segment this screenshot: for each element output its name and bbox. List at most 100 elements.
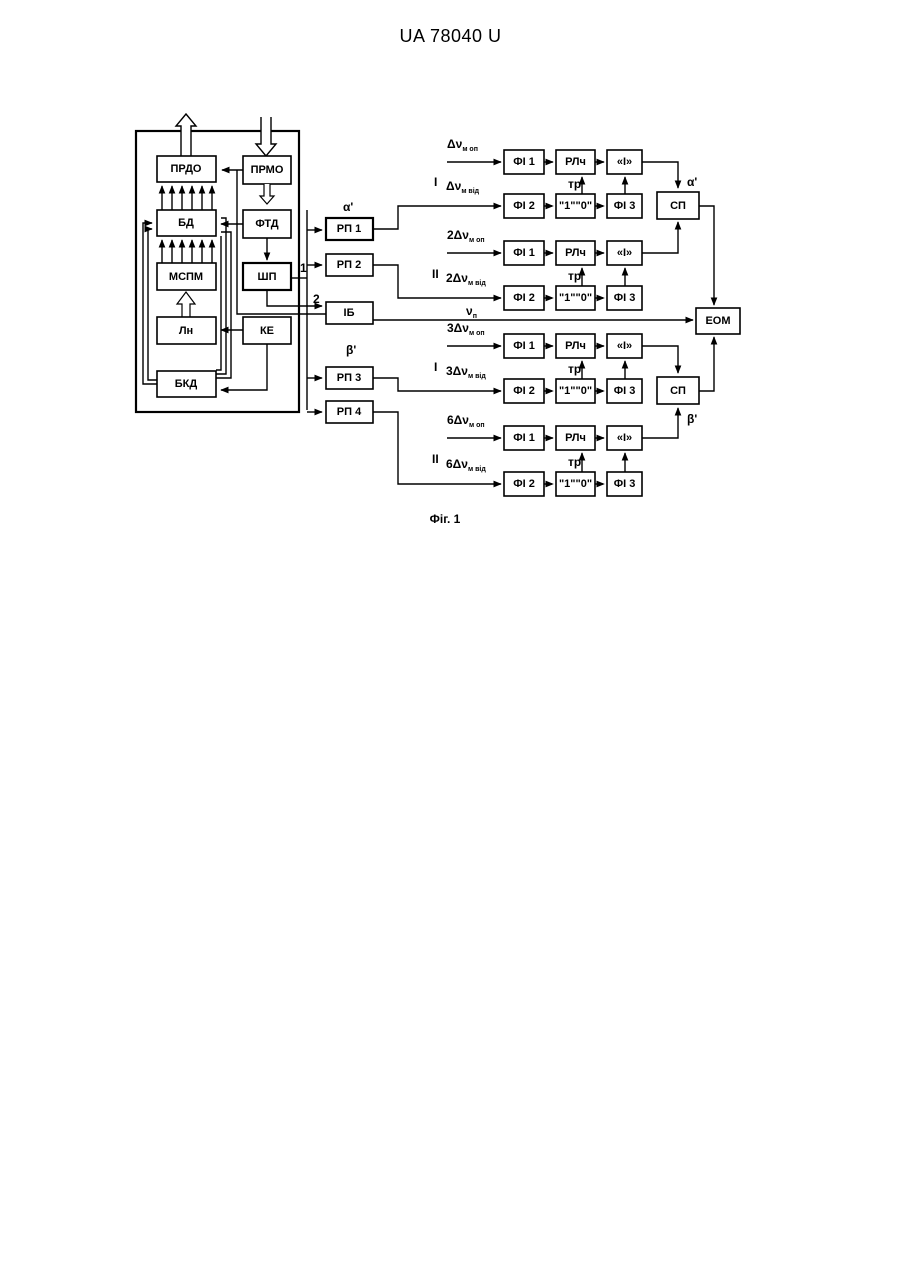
eom-block: ЕОМ: [696, 308, 740, 334]
threshold-label: тр: [568, 269, 581, 283]
fi2-block: ФІ 2: [504, 194, 544, 218]
svg-text:"1""0": "1""0": [559, 385, 592, 397]
svg-text:ФІ 1: ФІ 1: [513, 432, 535, 444]
svg-text:КЕ: КЕ: [260, 325, 274, 337]
svg-text:РЛч: РЛч: [565, 156, 586, 168]
threshold-label: тр: [568, 177, 581, 191]
fi2-block: ФІ 2: [504, 472, 544, 496]
svg-text:"1""0": "1""0": [559, 292, 592, 304]
svg-text:Лн: Лн: [179, 325, 193, 337]
svg-text:РП 1: РП 1: [337, 223, 361, 235]
svg-text:РЛч: РЛч: [565, 432, 586, 444]
rp1-block: РП 1: [326, 218, 373, 240]
group-ii-label: II: [432, 452, 439, 466]
rlch-block: РЛч: [556, 334, 595, 358]
sp1-block: СП: [657, 192, 699, 219]
svg-text:ШП: ШП: [258, 271, 277, 283]
prdo-block: ПРДО: [157, 156, 216, 182]
svg-text:СП: СП: [670, 200, 686, 212]
channel-ref-label: 3Δνм оп: [447, 321, 485, 337]
fi1-block: ФІ 1: [504, 426, 544, 450]
svg-text:СП: СП: [670, 385, 686, 397]
output-1-label: 1: [300, 261, 307, 275]
svg-text:ФІ 3: ФІ 3: [614, 385, 636, 397]
svg-text:ФТД: ФТД: [255, 218, 278, 230]
bus-arrows-icon: [162, 186, 212, 210]
svg-text:«І»: «І»: [617, 432, 632, 444]
svg-text:ЕОМ: ЕОМ: [705, 315, 730, 327]
svg-text:РП 4: РП 4: [337, 406, 362, 418]
svg-text:ПРМО: ПРМО: [251, 164, 284, 176]
fi1-block: ФІ 1: [504, 241, 544, 265]
svg-text:БД: БД: [178, 217, 194, 229]
svg-text:ФІ 1: ФІ 1: [513, 340, 535, 352]
bd-block: БД: [157, 210, 216, 236]
bus-arrows-icon: [162, 240, 212, 263]
rlch-block: РЛч: [556, 241, 595, 265]
output-arrow-icon: [176, 114, 196, 156]
rlch-block: РЛч: [556, 150, 595, 174]
channel-reflected-label: 6Δνм від: [446, 457, 486, 473]
svg-text:РЛч: РЛч: [565, 247, 586, 259]
svg-text:ФІ 3: ФІ 3: [614, 200, 636, 212]
integrator-block: «І»: [607, 334, 642, 358]
svg-text:«І»: «І»: [617, 340, 632, 352]
input-arrow-icon: [256, 117, 276, 156]
rlch-block: РЛч: [556, 426, 595, 450]
svg-text:«І»: «І»: [617, 156, 632, 168]
fi3-block: ФІ 3: [607, 472, 642, 496]
bkd-block: БКД: [157, 371, 216, 397]
counter-block: "1""0": [556, 379, 595, 403]
svg-text:ФІ 3: ФІ 3: [614, 292, 636, 304]
fi2-block: ФІ 2: [504, 379, 544, 403]
threshold-label: тр: [568, 455, 581, 469]
channel-reflected-label: 3Δνм від: [446, 364, 486, 380]
svg-text:ФІ 2: ФІ 2: [513, 200, 535, 212]
mspm-block: МСПМ: [157, 263, 216, 290]
fi2-block: ФІ 2: [504, 286, 544, 310]
svg-text:ФІ 3: ФІ 3: [614, 478, 636, 490]
integrator-block: «І»: [607, 241, 642, 265]
svg-text:"1""0": "1""0": [559, 200, 592, 212]
alpha-output-label: α': [687, 175, 697, 189]
nu-p-label: νп: [466, 304, 477, 320]
svg-text:РП 2: РП 2: [337, 259, 361, 271]
fi3-block: ФІ 3: [607, 194, 642, 218]
counter-block: "1""0": [556, 286, 595, 310]
svg-text:ФІ 1: ФІ 1: [513, 156, 535, 168]
threshold-label: тр: [568, 362, 581, 376]
svg-text:ПРДО: ПРДО: [171, 163, 202, 175]
shp-block: ШП: [243, 263, 291, 290]
svg-text:«І»: «І»: [617, 247, 632, 259]
rp2-block: РП 2: [326, 254, 373, 276]
svg-text:ФІ 2: ФІ 2: [513, 292, 535, 304]
counter-block: "1""0": [556, 472, 595, 496]
beta-input-label: β': [346, 343, 356, 357]
fi3-block: ФІ 3: [607, 379, 642, 403]
group-i-label: I: [434, 175, 437, 189]
integrator-block: «І»: [607, 426, 642, 450]
integrator-block: «І»: [607, 150, 642, 174]
rp4-block: РП 4: [326, 401, 373, 423]
ftd-block: ФТД: [243, 210, 291, 238]
fi1-block: ФІ 1: [504, 334, 544, 358]
svg-text:ФІ 2: ФІ 2: [513, 385, 535, 397]
svg-text:ІБ: ІБ: [344, 307, 355, 319]
channel-reflected-label: 2Δνм від: [446, 271, 486, 287]
ke-block: КЕ: [243, 317, 291, 344]
prmo-block: ПРМО: [243, 156, 291, 184]
output-2-label: 2: [313, 292, 320, 306]
svg-text:ФІ 1: ФІ 1: [513, 247, 535, 259]
channel-ref-label: 2Δνм оп: [447, 228, 485, 244]
sp2-block: СП: [657, 377, 699, 404]
svg-text:"1""0": "1""0": [559, 478, 592, 490]
svg-text:РП 3: РП 3: [337, 372, 361, 384]
channel-ref-label: Δνм оп: [447, 137, 478, 153]
rp3-block: РП 3: [326, 367, 373, 389]
svg-text:ФІ 2: ФІ 2: [513, 478, 535, 490]
figure-caption: Фіг. 1: [0, 512, 890, 526]
svg-text:РЛч: РЛч: [565, 340, 586, 352]
beta-output-label: β': [687, 412, 697, 426]
channel-ref-label: 6Δνм оп: [447, 413, 485, 429]
